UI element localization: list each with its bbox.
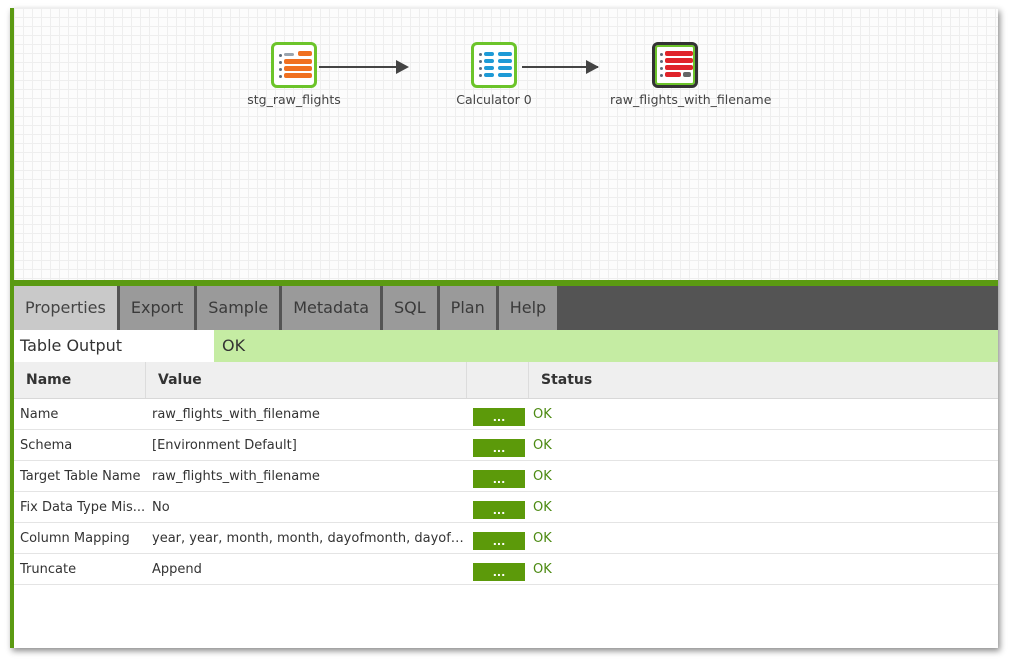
tab-properties[interactable]: Properties xyxy=(14,286,117,330)
property-value[interactable]: raw_flights_with_filename xyxy=(152,406,320,422)
table-row[interactable]: Schema [Environment Default] ... OK xyxy=(14,430,998,461)
table-row[interactable]: Fix Data Type Mis... No ... OK xyxy=(14,492,998,523)
property-value[interactable]: [Environment Default] xyxy=(152,437,297,453)
grid-header: Name Value Status xyxy=(14,362,998,399)
property-name: Target Table Name xyxy=(20,468,141,484)
property-value[interactable]: No xyxy=(152,499,170,515)
connector-edge-2[interactable] xyxy=(522,66,598,68)
property-name: Truncate xyxy=(20,561,77,577)
edit-property-button[interactable]: ... xyxy=(473,439,525,457)
table-row[interactable]: Truncate Append ... OK xyxy=(14,554,998,585)
calculator-icon xyxy=(471,42,517,88)
edit-property-button[interactable]: ... xyxy=(473,408,525,426)
column-header-edit xyxy=(467,362,529,398)
component-header: Table Output OK xyxy=(14,330,998,362)
property-status: OK xyxy=(533,530,552,546)
tab-metadata[interactable]: Metadata xyxy=(282,286,380,330)
left-rail xyxy=(10,8,14,648)
column-header-status[interactable]: Status xyxy=(541,372,593,388)
property-name: Name xyxy=(20,406,59,422)
tab-plan[interactable]: Plan xyxy=(439,286,496,330)
table-row[interactable]: Name raw_flights_with_filename ... OK xyxy=(14,399,998,430)
connector-arrow-1 xyxy=(396,60,409,74)
property-status: OK xyxy=(533,468,552,484)
node-calculator[interactable]: Calculator 0 xyxy=(429,42,559,107)
property-name: Column Mapping xyxy=(20,530,130,546)
edit-property-button[interactable]: ... xyxy=(473,501,525,519)
connector-edge-1[interactable] xyxy=(319,66,404,68)
component-status-banner: OK xyxy=(214,330,998,362)
job-canvas[interactable]: stg_raw_flights Calculator 0 xyxy=(14,8,998,280)
table-input-icon xyxy=(271,42,317,88)
node-raw-flights-with-filename[interactable]: raw_flights_with_filename xyxy=(610,42,772,107)
table-row[interactable]: Column Mapping year, year, month, month,… xyxy=(14,523,998,554)
tab-sample[interactable]: Sample xyxy=(197,286,280,330)
tab-export[interactable]: Export xyxy=(119,286,195,330)
property-status: OK xyxy=(533,561,552,577)
window-frame: stg_raw_flights Calculator 0 xyxy=(10,8,998,648)
property-value[interactable]: Append xyxy=(152,561,202,577)
property-name: Schema xyxy=(20,437,73,453)
property-value[interactable]: year, year, month, month, dayofmonth, da… xyxy=(152,530,467,546)
edit-property-button[interactable]: ... xyxy=(473,563,525,581)
property-name: Fix Data Type Mis... xyxy=(20,499,146,515)
property-status: OK xyxy=(533,406,552,422)
node-label: Calculator 0 xyxy=(456,92,532,107)
node-label: stg_raw_flights xyxy=(247,92,341,107)
column-header-name[interactable]: Name xyxy=(14,362,146,398)
table-output-icon xyxy=(652,42,698,88)
column-header-value[interactable]: Value xyxy=(146,362,467,398)
property-value[interactable]: raw_flights_with_filename xyxy=(152,468,320,484)
table-row[interactable]: Target Table Name raw_flights_with_filen… xyxy=(14,461,998,492)
edit-property-button[interactable]: ... xyxy=(473,470,525,488)
edit-property-button[interactable]: ... xyxy=(473,532,525,550)
component-type: Table Output xyxy=(14,330,214,362)
tab-bar: Properties Export Sample Metadata SQL Pl… xyxy=(14,286,998,330)
tab-sql[interactable]: SQL xyxy=(383,286,437,330)
properties-grid: Name Value Status Name raw_flights_with_… xyxy=(14,362,998,585)
property-status: OK xyxy=(533,499,552,515)
property-status: OK xyxy=(533,437,552,453)
panel-splitter[interactable] xyxy=(14,280,998,286)
connector-arrow-2 xyxy=(586,60,599,74)
tab-help[interactable]: Help xyxy=(498,286,558,330)
node-stg-raw-flights[interactable]: stg_raw_flights xyxy=(229,42,359,107)
node-label: raw_flights_with_filename xyxy=(610,92,772,107)
